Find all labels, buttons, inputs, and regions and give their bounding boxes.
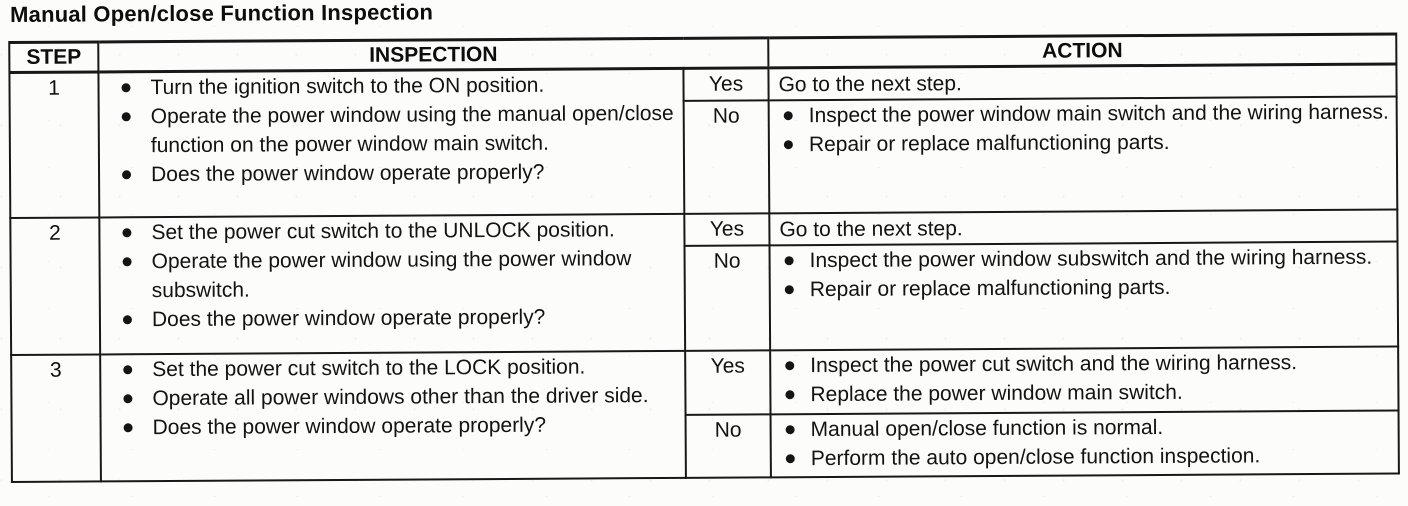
bullet-icon	[785, 390, 795, 400]
inspection-cell: Set the power cut switch to the LOCK pos…	[100, 350, 686, 482]
action-cell-yes: Go to the next step.	[768, 64, 1397, 101]
bullet-list: Inspect the power cut switch and the wir…	[771, 348, 1397, 410]
action-text: Go to the next step.	[779, 217, 963, 242]
bullet-icon	[121, 83, 131, 93]
bullet-text: Turn the ignition switch to the ON posit…	[150, 73, 545, 100]
header-action: ACTION	[768, 34, 1397, 68]
bullet-list: Manual open/close function is normal.Per…	[772, 412, 1398, 474]
bullet-text: Perform the auto open/close function ins…	[810, 444, 1261, 471]
bullet-text: Operate all power windows other than the…	[152, 384, 649, 411]
step-number: 2	[48, 221, 61, 245]
bullet-item: Set the power cut switch to the UNLOCK p…	[100, 215, 683, 248]
bullet-icon	[122, 315, 132, 325]
bullet-icon	[785, 425, 795, 435]
bullet-text: Set the power cut switch to the UNLOCK p…	[151, 218, 615, 245]
yes-label: Yes	[708, 72, 744, 96]
bullet-item: Does the power window operate properly?	[101, 302, 684, 335]
bullet-text: Does the power window operate properly?	[152, 413, 547, 440]
step-cell: 3	[11, 354, 101, 482]
bullet-list: Set the power cut switch to the LOCK pos…	[101, 352, 685, 443]
bullet-item: Repair or replace malfunctioning parts.	[771, 272, 1397, 305]
bullet-text: Does the power window operate properly?	[151, 305, 546, 332]
yes-cell: Yes	[685, 350, 771, 415]
bullet-icon	[785, 361, 795, 371]
table-body: 1 Turn the ignition switch to the ON posi…	[9, 64, 1399, 482]
bullet-item: Manual open/close function is normal.	[772, 412, 1398, 445]
page-title: Manual Open/close Function Inspection	[9, 0, 434, 27]
inspection-cell: Turn the ignition switch to the ON posit…	[98, 68, 685, 218]
bullet-text: Inspect the power window subswitch and t…	[809, 245, 1373, 273]
no-label: No	[712, 104, 740, 128]
bullet-text: Replace the power window main switch.	[810, 380, 1183, 407]
bullet-icon	[123, 394, 133, 404]
yes-cell: Yes	[684, 213, 770, 246]
bullet-icon	[783, 111, 793, 121]
bullet-text: Repair or replace malfunctioning parts.	[808, 130, 1170, 157]
bullet-text: Does the power window operate properly?	[150, 160, 545, 187]
header-step: STEP	[9, 41, 99, 73]
yes-cell: Yes	[683, 67, 769, 101]
step-cell: 1	[9, 71, 100, 218]
step-cell: 2	[10, 217, 101, 355]
bullet-item: Turn the ignition switch to the ON posit…	[99, 70, 682, 103]
bullet-text: Operate the power window using the manua…	[150, 101, 674, 158]
bullet-text: Manual open/close function is normal.	[810, 415, 1164, 442]
yes-label: Yes	[710, 354, 745, 378]
bullet-item: Repair or replace malfunctioning parts.	[770, 127, 1396, 160]
bullet-item: Operate the power window using the power…	[101, 244, 684, 306]
bullet-item: Operate all power windows other than the…	[101, 381, 684, 414]
bullet-icon	[784, 256, 794, 266]
bullet-item: Operate the power window using the manua…	[100, 99, 683, 161]
inspection-table: STEP INSPECTION ACTION 1 Turn the ignitio…	[8, 33, 1400, 483]
header-inspection: INSPECTION	[98, 37, 769, 72]
document-scan: Manual Open/close Function Inspection ST…	[8, 0, 1403, 483]
step-number: 3	[49, 358, 62, 382]
yes-label: Yes	[709, 217, 745, 241]
action-cell-no: Inspect the power window subswitch and t…	[769, 241, 1399, 351]
bullet-list: Set the power cut switch to the UNLOCK p…	[100, 215, 684, 335]
bullet-text: Operate the power window using the power…	[151, 247, 632, 303]
bullet-icon	[783, 140, 793, 150]
action-cell-no: Manual open/close function is normal.Per…	[770, 410, 1399, 478]
bullet-icon	[784, 285, 794, 295]
bullet-icon	[123, 365, 133, 375]
bullet-icon	[785, 454, 795, 464]
no-cell: No	[685, 414, 771, 478]
action-cell-yes: Go to the next step.	[769, 209, 1398, 246]
bullet-item: Inspect the power window main switch and…	[770, 98, 1396, 131]
bullet-icon	[122, 257, 132, 267]
bullet-text: Repair or replace malfunctioning parts.	[809, 275, 1171, 302]
action-cell-no: Inspect the power window main switch and…	[768, 96, 1398, 214]
bullet-text: Set the power cut switch to the LOCK pos…	[152, 355, 586, 382]
bullet-item: Replace the power window main switch.	[771, 377, 1397, 410]
bullet-icon	[123, 423, 133, 433]
table-row-yes: 3 Set the power cut switch to the LOCK po…	[11, 346, 1399, 482]
no-label: No	[713, 249, 741, 273]
no-label: No	[714, 418, 742, 442]
bullet-icon	[122, 170, 132, 180]
bullet-icon	[122, 228, 132, 238]
bullet-icon	[121, 112, 131, 122]
action-cell-yes: Inspect the power cut switch and the wir…	[770, 346, 1399, 415]
bullet-item: Inspect the power cut switch and the wir…	[771, 348, 1397, 381]
bullet-list: Inspect the power window subswitch and t…	[771, 243, 1397, 305]
bullet-item: Does the power window operate properly?	[100, 157, 683, 190]
bullet-item: Inspect the power window subswitch and t…	[771, 243, 1397, 276]
bullet-text: Inspect the power cut switch and the wir…	[810, 351, 1298, 378]
step-number: 1	[48, 76, 60, 100]
bullet-item: Does the power window operate properly?	[102, 410, 685, 443]
bullet-item: Set the power cut switch to the LOCK pos…	[101, 352, 684, 385]
inspection-cell: Set the power cut switch to the UNLOCK p…	[99, 213, 686, 355]
bullet-text: Inspect the power window main switch and…	[808, 100, 1389, 128]
action-text: Go to the next step.	[778, 72, 962, 97]
no-cell: No	[683, 100, 770, 214]
bullet-list: Turn the ignition switch to the ON posit…	[99, 70, 683, 190]
bullet-list: Inspect the power window main switch and…	[770, 98, 1396, 160]
bullet-item: Perform the auto open/close function ins…	[772, 441, 1398, 474]
no-cell: No	[684, 245, 771, 351]
